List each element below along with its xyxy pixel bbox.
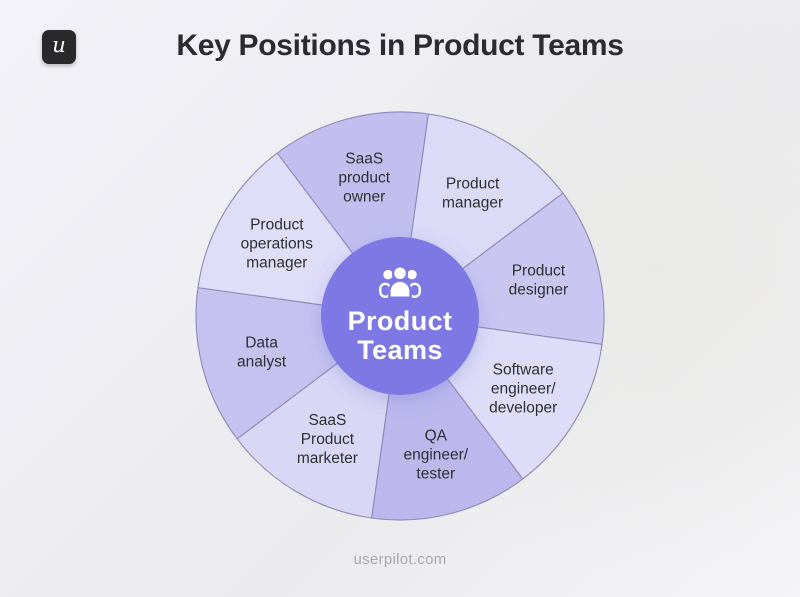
wheel-center-label: Product — [348, 306, 453, 336]
wheel-center-circle — [321, 237, 479, 395]
userpilot-logo-letter: u — [52, 33, 66, 57]
page-title: Key Positions in Product Teams — [176, 29, 624, 62]
people-group-icon — [379, 265, 421, 299]
wheel-center-label: Teams — [357, 335, 443, 365]
website-credit: userpilot.com — [353, 551, 447, 568]
userpilot-logo: u — [42, 30, 76, 64]
